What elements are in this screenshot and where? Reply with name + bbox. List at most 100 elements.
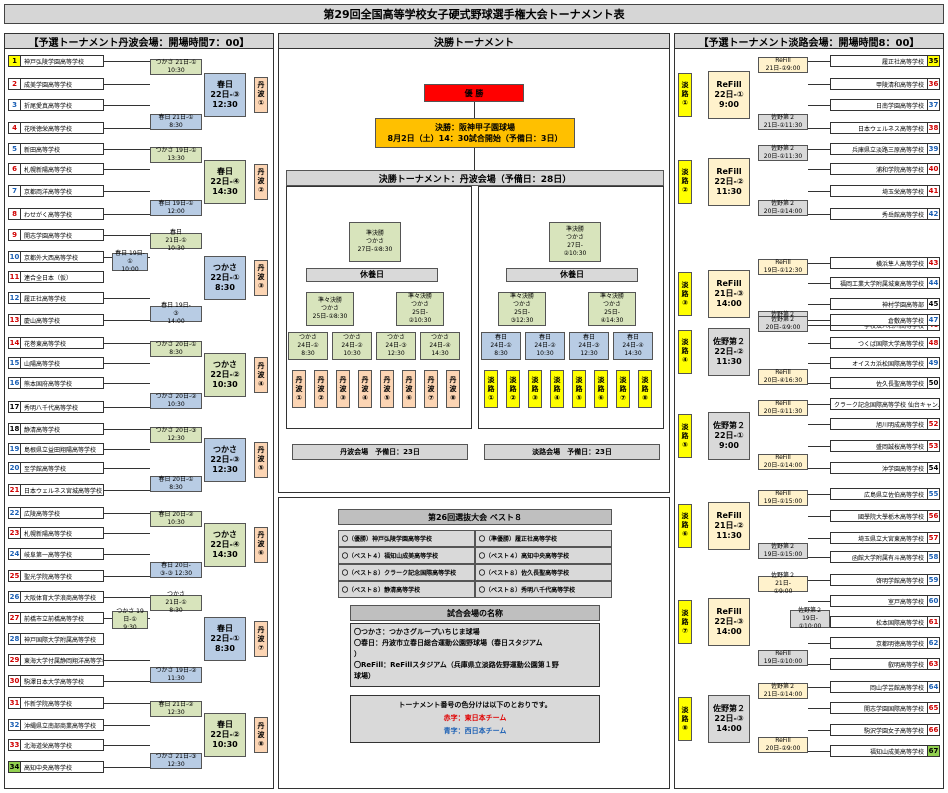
team-name: 慶山高等学校 <box>24 317 61 325</box>
awaji-slot-tag: 淡 路 ⑧ <box>678 697 692 741</box>
color-legend: トーナメント番号の色分けは以下のとおりです。 赤字：東日本チーム 青字：西日本チ… <box>350 695 600 743</box>
match-box: 佐野第２ 19日-①15:00 <box>758 543 808 559</box>
team-name: 熊本国府高等学校 <box>24 380 73 388</box>
round16-match: 春日 24日-① 8:30 <box>481 332 521 360</box>
match-box: ReFill 20日-④16:30 <box>758 369 808 385</box>
tanba-final-title: 決勝トーナメント：丹波会場（予備日：28日） <box>286 170 664 186</box>
team-name: 折尾愛真高等学校 <box>24 102 73 110</box>
team-name: 島根県立益田翔陽高等学校 <box>24 446 97 454</box>
team-name: クラーク記念国際高等学校 仙台キャンパス <box>834 401 940 409</box>
awaji-slot: 淡 路 ⑧ <box>638 370 652 408</box>
bracket-line <box>808 751 830 752</box>
team-name: 広島県立佐伯高等学校 <box>863 491 924 499</box>
team-number: 52 <box>927 419 939 429</box>
bracket-line <box>808 730 830 731</box>
team-name: 履正社高等学校 <box>881 58 924 66</box>
team-number: 4 <box>9 123 21 133</box>
team-name: 花巻東高等学校 <box>24 340 67 348</box>
team-number: 41 <box>927 186 939 196</box>
team-number: 25 <box>9 571 21 581</box>
bracket-line <box>808 404 830 405</box>
team-number: 48 <box>927 338 939 348</box>
bracket-line <box>104 449 150 450</box>
team-name: 開志学園国際高等学校 <box>863 705 924 713</box>
team-name: 秀明八千代高等学校 <box>24 404 79 412</box>
bracket-line <box>808 687 830 688</box>
match-box: ReFill 20日-①14:00 <box>758 454 808 470</box>
team-name: 大阪体育大学浪商高等学校 <box>24 594 97 602</box>
bracket-line <box>104 191 150 192</box>
venue-kasuga: 〇春日：丹波市立春日総合運動公園野球場（春日スタジアム ） <box>354 639 543 658</box>
match-box: 佐野第２ 22日-③ 14:00 <box>708 695 750 743</box>
bracket-line <box>808 191 830 192</box>
bracket-line <box>104 235 150 236</box>
match-box: 春日 19日- ③ 14:00 <box>150 302 202 325</box>
awaji-slot-tag: 淡 路 ⑦ <box>678 600 692 644</box>
team-number: 7 <box>9 186 21 196</box>
team-name: 高知中央高等学校 <box>24 764 73 772</box>
team-name: 作新学院高等学校 <box>24 700 73 708</box>
team-number: 58 <box>927 552 939 562</box>
semifinal-left: 準決勝 つかさ 27日-①8:30 <box>349 222 401 262</box>
team-number: 50 <box>927 378 939 388</box>
page-title: 第29回全国高等学校女子硬式野球選手権大会トーナメント表 <box>4 4 944 24</box>
bracket-line <box>808 61 830 62</box>
tanba-slot-tag: 丹 波 ⑤ <box>254 441 268 478</box>
match-box: 春日 19日-① 10:00 <box>112 250 148 273</box>
east-label: 赤字：東日本チーム <box>443 714 507 722</box>
team-name: 京都両洋高等学校 <box>24 188 73 196</box>
match-box: 佐野第２ 21日-①14:00 <box>758 683 808 699</box>
tanba-slot-tag: 丹 波 ② <box>254 163 268 200</box>
team-name: 神村学園高等部 <box>881 301 924 309</box>
awaji-slot: 淡 路 ② <box>506 370 520 408</box>
center-header: 決勝トーナメント <box>278 33 670 49</box>
match-box: つかさ 21日-① 8:30 <box>150 591 202 614</box>
bracket-line <box>808 664 830 665</box>
team-name: 神戸国際大学附属高等学校 <box>24 636 97 644</box>
team-number: 43 <box>927 258 939 268</box>
tanba-slot-tag: 丹 波 ③ <box>254 259 268 296</box>
team-name: 沖学園高等学校 <box>881 465 924 473</box>
best8-item: 〇（ベスト８）静清高等学校 <box>338 581 475 598</box>
color-legend-title: トーナメント番号の色分けは以下のとおりです。 <box>398 701 552 709</box>
team-name: つくば国際大学高等学校 <box>857 340 924 348</box>
left-header: 【予選トーナメント丹波会場：開場時間7：00】 <box>4 33 274 49</box>
bracket-line <box>808 601 830 602</box>
team-name: 旭川明成高等学校 <box>875 421 924 429</box>
tanba-slot: 丹 波 ③ <box>336 370 350 408</box>
match-box: 佐野第２ 21日-①11:30 <box>758 114 808 130</box>
bracket-line <box>104 703 150 704</box>
bracket-line <box>104 128 150 129</box>
best8-item: 〇（ベスト４）高知中央高等学校 <box>475 547 612 564</box>
bracket-line <box>104 681 150 682</box>
match-box: 佐野第２ 20日-①9:00 <box>758 316 808 332</box>
team-name: 京都外大西高等学校 <box>24 254 79 262</box>
team-number: 32 <box>9 720 21 730</box>
team-name: 叡明高等学校 <box>887 661 924 669</box>
bracket-line <box>104 320 150 321</box>
bracket-line <box>104 554 150 555</box>
team-number: 8 <box>9 209 21 219</box>
round16-match: つかさ 24日-① 8:30 <box>288 332 328 360</box>
bracket-line <box>808 424 830 425</box>
match-box: 春日 20日-② 10:30 <box>150 511 202 527</box>
